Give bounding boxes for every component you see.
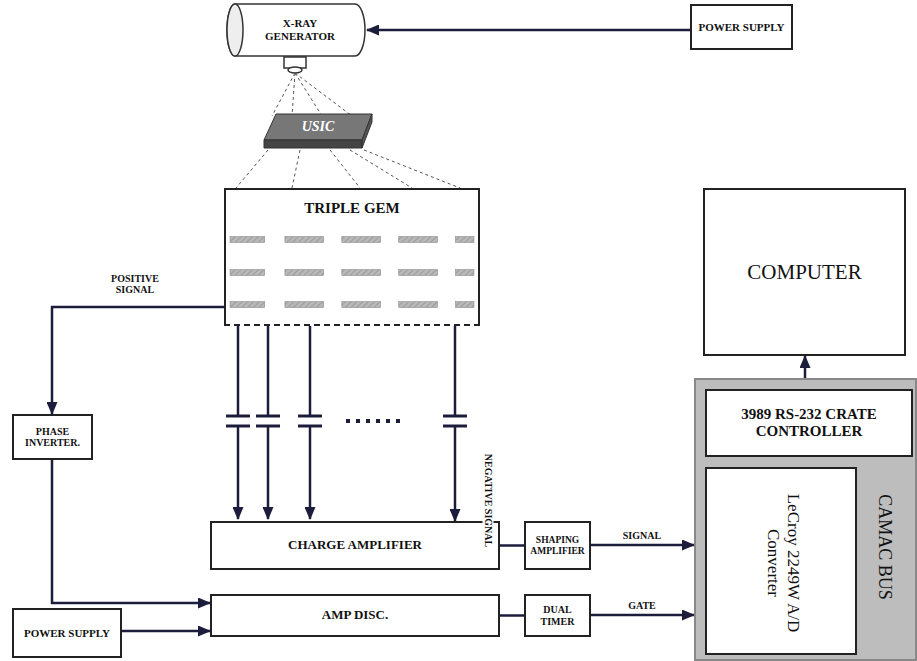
gem-foil-segment	[285, 270, 324, 276]
process-box: DUAL TIMER	[524, 594, 591, 637]
gem-foil-segment	[399, 302, 438, 308]
capacitor-plate	[443, 415, 467, 418]
process-box: CHARGE AMPLIFIER	[210, 521, 500, 570]
capacitor-plate	[443, 425, 467, 428]
gem-foil-segment	[399, 270, 438, 276]
computer-box: COMPUTER	[703, 188, 906, 356]
beam-line	[295, 73, 322, 116]
xray-nozzle	[284, 57, 306, 73]
gem-foil-segment	[230, 237, 265, 243]
node-label: COMPUTER	[747, 260, 861, 284]
capacitor-gap	[451, 417, 459, 425]
cylinder-body	[227, 4, 365, 56]
generator-node: X-RAY GENERATOR	[225, 2, 367, 58]
capacitor-gap	[306, 417, 314, 425]
gem-foil-segment	[456, 302, 474, 308]
node-label: 3989 RS-232 CRATE CONTROLLER	[711, 406, 907, 441]
beam-line	[236, 150, 268, 188]
gem-foil-segment	[399, 237, 438, 243]
node-label: SHAPING AMPLIFIER	[530, 535, 585, 557]
readout-strips	[238, 326, 310, 519]
cylinder-cap	[227, 4, 243, 56]
slab-front	[264, 140, 362, 148]
capacitor-plate	[256, 425, 280, 428]
bus-crate: CAMAC BUS 3989 RS-232 CRATE CONTROLLER LeC…	[694, 378, 917, 661]
capacitors	[226, 416, 467, 426]
node-label: CHARGE AMPLIFIER	[288, 538, 422, 553]
converter-box: LeCroy 2249W A/D Converter	[705, 467, 857, 655]
capacitor-plate	[298, 415, 322, 418]
capacitor-plate	[256, 415, 280, 418]
beam-line	[364, 150, 460, 188]
nozzle-lens	[288, 67, 302, 73]
connector	[500, 614, 524, 617]
node-label: DUAL TIMER	[530, 604, 585, 627]
gem-foil-segment	[285, 237, 324, 243]
beam-line	[350, 150, 412, 188]
gem-foil-segment	[342, 237, 381, 243]
beam-line	[272, 73, 295, 116]
gem-foil-segment	[285, 302, 324, 308]
connector	[122, 630, 210, 633]
beam-line	[292, 73, 295, 116]
gem-foil-segment	[230, 270, 265, 276]
xray-beam	[236, 73, 460, 188]
node-label: USIC	[262, 112, 374, 142]
sample-node: USIC	[262, 112, 374, 152]
signal-label: NEGATIVE SIGNAL	[483, 443, 494, 557]
process-box: AMP DISC.	[210, 594, 500, 637]
node-label: PHASE INVERTER.	[18, 426, 87, 449]
connector	[500, 544, 524, 547]
capacitor-gap	[264, 417, 272, 425]
power-supply-box: POWER SUPPLY	[690, 4, 793, 50]
beam-line	[292, 150, 300, 188]
process-box: PHASE INVERTER.	[12, 414, 93, 460]
node-label: CAMAC BUS	[875, 462, 896, 632]
controller-box: 3989 RS-232 CRATE CONTROLLER	[705, 389, 913, 457]
node-label: TRIPLE GEM	[226, 200, 478, 217]
beam-line	[330, 150, 360, 188]
beam-line	[295, 73, 352, 116]
node-label: POWER SUPPLY	[698, 21, 784, 34]
gem-foil-segment	[456, 237, 474, 243]
gem-foil-segment	[456, 270, 474, 276]
connector	[52, 460, 210, 603]
gem-foil-segment	[342, 302, 381, 308]
capacitor-gap	[234, 417, 242, 425]
slab-side	[362, 114, 372, 148]
capacitor-plate	[226, 415, 250, 418]
node-label: LeCroy 2249W A/D Converter	[763, 478, 802, 648]
node-label: AMP DISC.	[322, 608, 388, 623]
node-label: POWER SUPPLY	[24, 627, 110, 640]
connector	[591, 614, 694, 617]
signal-label: GATE	[610, 600, 674, 611]
connector	[367, 29, 690, 32]
capacitor-plate	[298, 425, 322, 428]
gem-foil-segment	[342, 270, 381, 276]
connector	[52, 307, 224, 414]
detector-box: TRIPLE GEM	[224, 188, 480, 326]
capacitor-plate	[226, 425, 250, 428]
gem-foil-segment	[230, 302, 265, 308]
process-box: SHAPING AMPLIFIER	[524, 521, 591, 570]
signal-label: SIGNAL	[610, 530, 674, 541]
power-supply-box: POWER SUPPLY	[12, 608, 122, 658]
connector	[591, 544, 694, 547]
ellipsis-dots	[346, 419, 402, 423]
node-label: X-RAY GENERATOR	[247, 17, 353, 42]
signal-label: POSITIVE SIGNAL	[93, 273, 177, 295]
